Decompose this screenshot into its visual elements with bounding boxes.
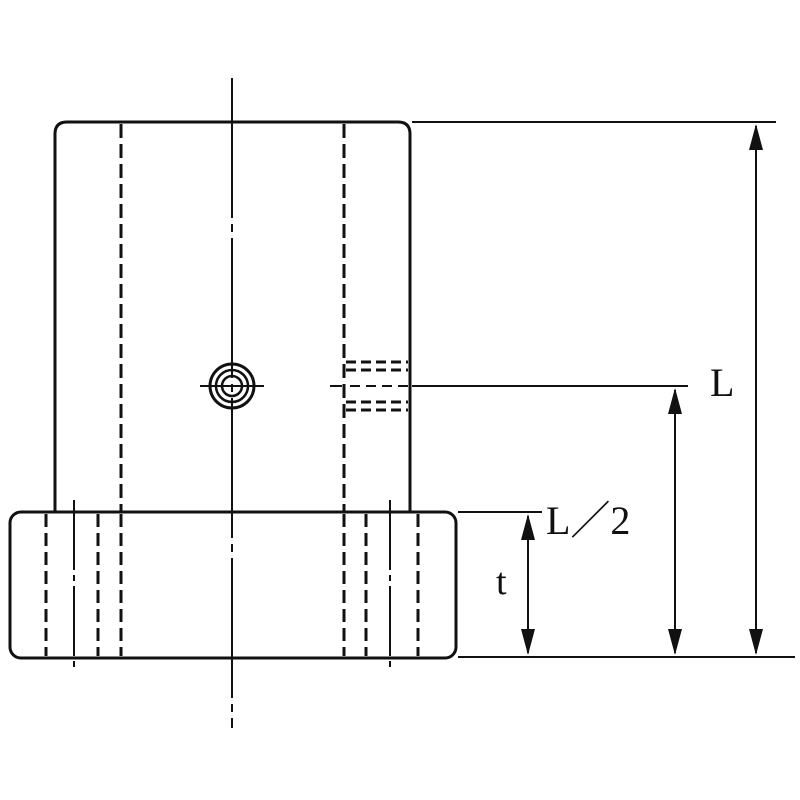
flange-hidden-lines	[44, 514, 420, 656]
dimension-line-thickness	[521, 514, 535, 655]
extension-lines	[412, 121, 795, 658]
upper-bore-hidden-lines	[119, 124, 346, 512]
dimension-label-thickness: t	[496, 561, 507, 603]
dimension-label-half-length: L／2	[546, 498, 630, 543]
dimension-label-length: L	[710, 360, 734, 405]
flange-hole-center-lines	[73, 500, 391, 672]
dimension-line-length	[749, 124, 763, 655]
set-screw-hole-hidden-lines	[346, 360, 408, 412]
dimension-line-half-length	[668, 388, 682, 655]
flange-body	[8, 510, 458, 660]
set-screw-symbol	[200, 362, 264, 410]
